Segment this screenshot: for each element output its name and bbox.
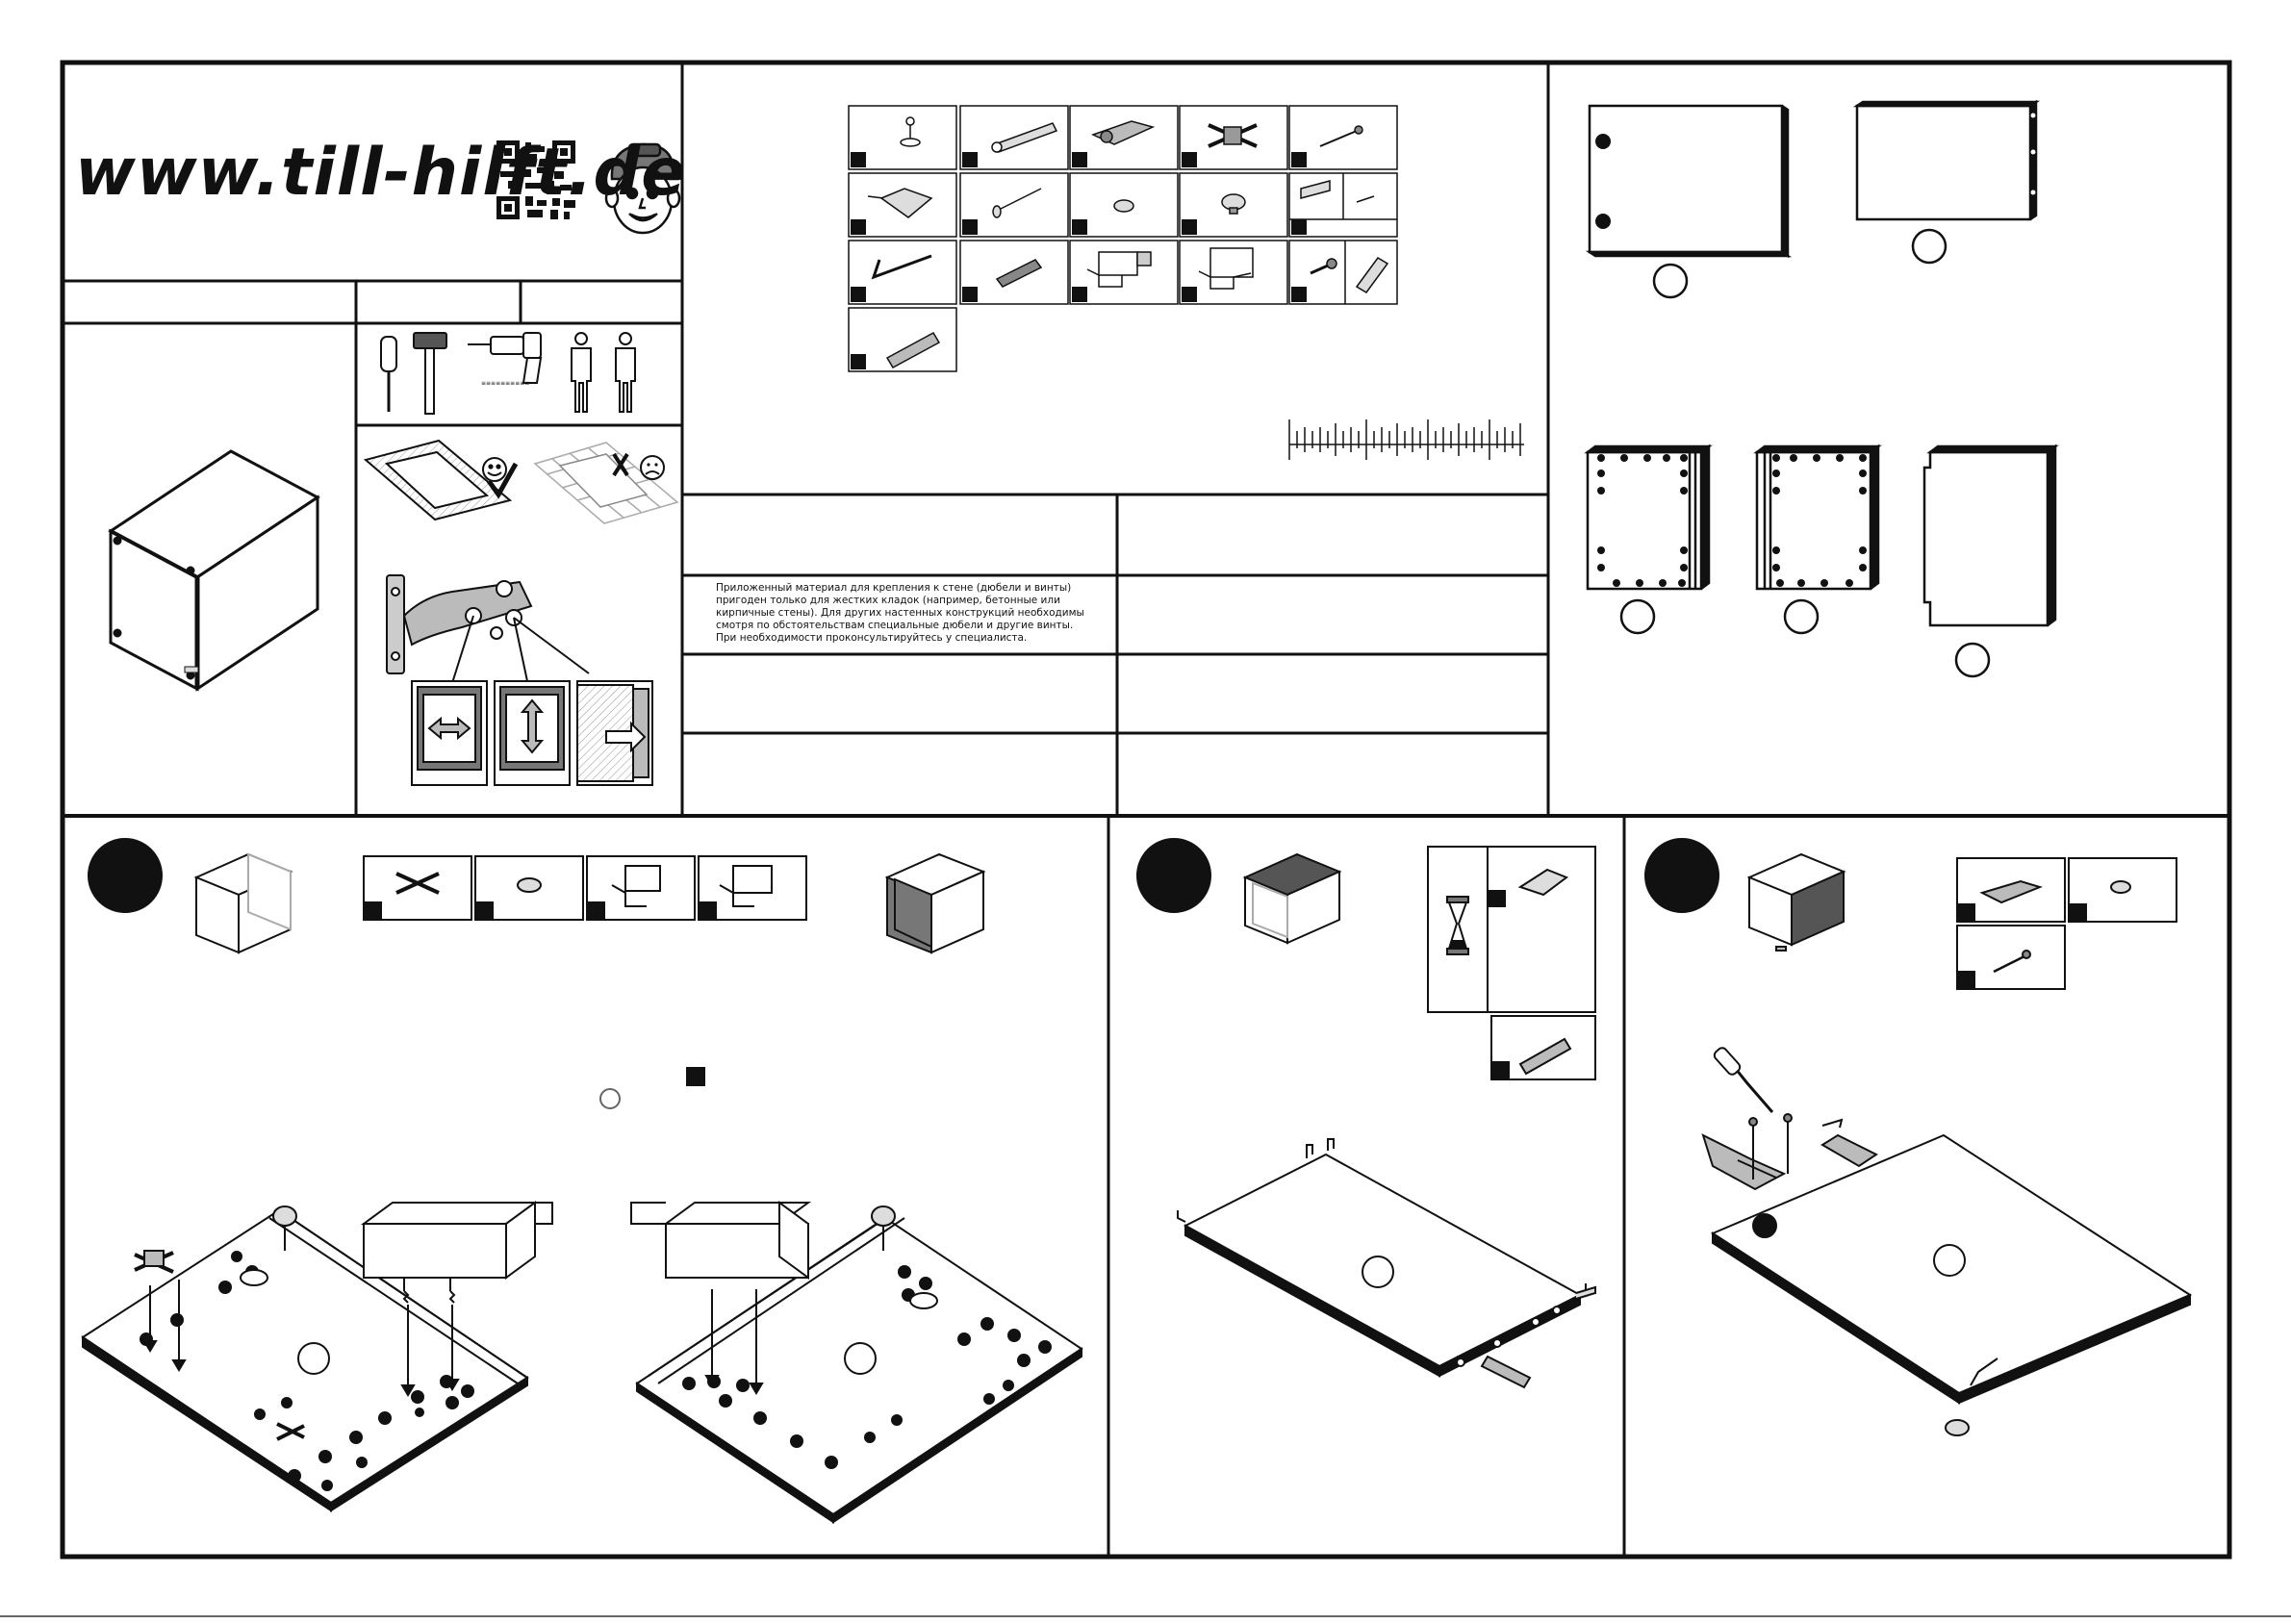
wood-dowel-icon — [1355, 257, 1389, 293]
short-screw-icon — [1310, 258, 1337, 275]
qr-code-icon — [496, 140, 575, 219]
panel-shelf — [1852, 99, 2041, 265]
hourglass-icon — [1446, 896, 1469, 955]
cover-cap-icon — [1113, 199, 1134, 213]
depth-adjust-icon — [576, 680, 653, 786]
step-3-badge — [1644, 838, 1719, 913]
notice-line-5: При необходимости проконсультируйтесь у … — [716, 632, 1028, 644]
notice-line-2: пригоден только для жестких кладок (напр… — [716, 595, 1060, 606]
shelf-pin-icon — [1221, 193, 1246, 215]
horizontal-adjust-icon — [411, 680, 488, 786]
mascot-boy-icon — [604, 142, 681, 235]
nail-icon — [992, 188, 1042, 218]
clip-bracket-icon — [1086, 251, 1152, 288]
dowel-plug-icon — [995, 259, 1043, 288]
step-3-box — [1746, 852, 1846, 952]
assemble-on-soft-surface-icon — [363, 439, 519, 521]
page-frame — [0, 60, 2291, 1617]
panel-door — [1585, 104, 1793, 299]
wall-screw-icon — [991, 122, 1058, 153]
two-persons-icon — [571, 332, 636, 413]
hardware-parts-grid — [848, 105, 1398, 372]
notice-line-4: смотря по обстоятельствам специальные дю… — [716, 620, 1074, 631]
panel-back — [1922, 444, 2059, 678]
svg-text:≡≡≡≡≡≡≡≡≡≡: ≡≡≡≡≡≡≡≡≡≡ — [481, 380, 529, 387]
website-logo[interactable]: www.till-hilft.de — [75, 135, 687, 211]
step-1-box-result — [884, 852, 986, 954]
step-2-badge — [1136, 838, 1211, 913]
drill-icon: ≡≡≡≡≡≡≡≡≡≡ — [468, 332, 543, 387]
step-1 — [81, 838, 1083, 1524]
do-not-assemble-on-hard-floor-icon — [533, 442, 679, 524]
hammer-icon — [413, 332, 447, 415]
part-number-squares — [851, 152, 1307, 369]
panel-side-left — [1584, 444, 1713, 635]
mounting-plate-icon — [1208, 123, 1258, 148]
step-2-box — [1242, 852, 1342, 945]
step-3 — [1644, 838, 2193, 1436]
step-1-badge — [88, 838, 163, 913]
wall-mounting-notice: Приложенный материал для крепления к сте… — [716, 582, 1093, 645]
step-2 — [1136, 838, 1596, 1389]
notice-line-3: кирпичные стены). Для других настенных к… — [716, 607, 1084, 619]
clip-bracket-large-icon — [1198, 247, 1254, 290]
panel-pieces — [1584, 99, 2059, 678]
notice-line-1: Приложенный материал для крепления к сте… — [716, 582, 1072, 594]
hinge-adjust-cards — [411, 615, 653, 786]
hinge-icon — [1090, 120, 1156, 145]
leveling-foot-icon — [900, 116, 921, 147]
part-pictograms — [867, 116, 1389, 369]
allen-key-icon — [871, 254, 932, 280]
screwdriver-icon — [380, 336, 397, 412]
measurement-ruler — [1288, 419, 1524, 460]
angle-bracket-icon — [1300, 180, 1375, 203]
product-overview-box — [108, 449, 320, 692]
step-1-box-outline — [193, 852, 293, 954]
vertical-adjust-icon — [494, 680, 571, 786]
hinge-adjustment-drawing — [386, 574, 533, 674]
side-panel-holes — [1597, 454, 1867, 587]
glue-bottle-icon — [867, 188, 933, 218]
wood-dowel-large-icon — [885, 331, 941, 369]
small-screw-icon — [1319, 125, 1363, 147]
